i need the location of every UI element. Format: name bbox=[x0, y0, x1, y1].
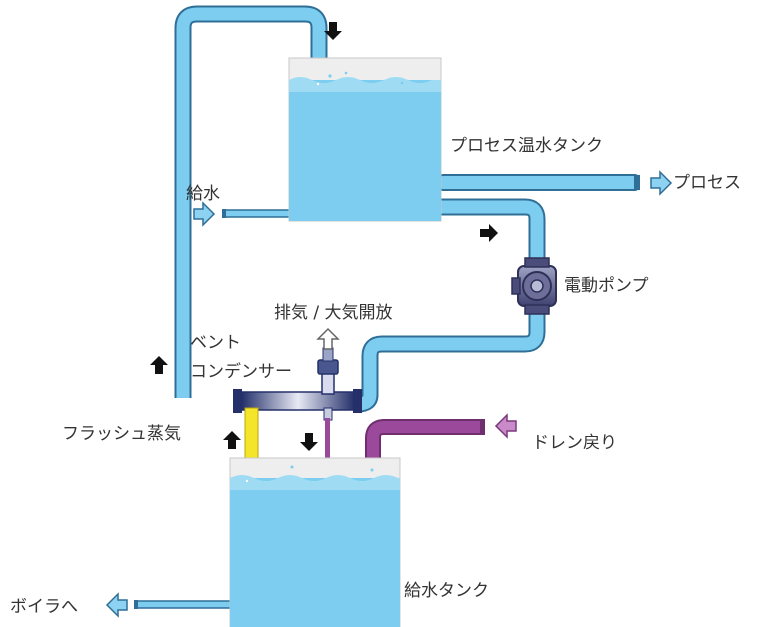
flash-steam-pipe bbox=[244, 407, 259, 461]
process-outlet-pipe bbox=[439, 174, 640, 191]
flow-arrow-down-process-inlet bbox=[324, 22, 342, 40]
process-out-label: プロセス bbox=[673, 173, 741, 193]
feed-water-label: 給水 bbox=[186, 184, 220, 204]
exhaust-label: 排気 / 大気開放 bbox=[274, 303, 393, 323]
boiler-feed-pipe bbox=[134, 600, 232, 609]
flow-arrow-up-flash-steam bbox=[223, 431, 241, 449]
feed-water-inlet-pipe bbox=[222, 209, 291, 218]
drain-return-label: ドレン戻り bbox=[532, 433, 617, 453]
to-boiler-arrow-icon bbox=[105, 592, 128, 618]
electric-pump-label: 電動ポンプ bbox=[564, 276, 649, 296]
feed-tank-label: 給水タンク bbox=[404, 581, 489, 601]
process-tank-label: プロセス温水タンク bbox=[450, 136, 603, 156]
process-hot-water-tank bbox=[288, 57, 442, 222]
exhaust-arrow-icon bbox=[316, 327, 340, 350]
drain-return-arrow-icon bbox=[494, 413, 517, 439]
drain-return-pipe bbox=[365, 419, 485, 460]
vent-return-pipe bbox=[174, 5, 328, 398]
pump-circulation-pipe bbox=[357, 198, 546, 413]
vent-condenser bbox=[233, 347, 362, 421]
feed-water-tank bbox=[229, 457, 401, 627]
flash-steam-label: フラッシュ蒸気 bbox=[62, 424, 181, 444]
electric-pump bbox=[511, 257, 557, 315]
condenser-label: コンデンサー bbox=[190, 362, 292, 382]
flow-arrow-down-condensate bbox=[300, 433, 318, 451]
vent-label: ベント bbox=[190, 333, 241, 353]
condensate-down-pipe bbox=[325, 418, 330, 460]
process-out-arrow-icon bbox=[650, 170, 673, 196]
flow-arrow-right-to-pump bbox=[480, 224, 498, 242]
feed-water-arrow-icon bbox=[193, 201, 216, 227]
flow-arrow-up-vent bbox=[150, 356, 168, 374]
to-boiler-label: ボイラへ bbox=[10, 597, 78, 617]
